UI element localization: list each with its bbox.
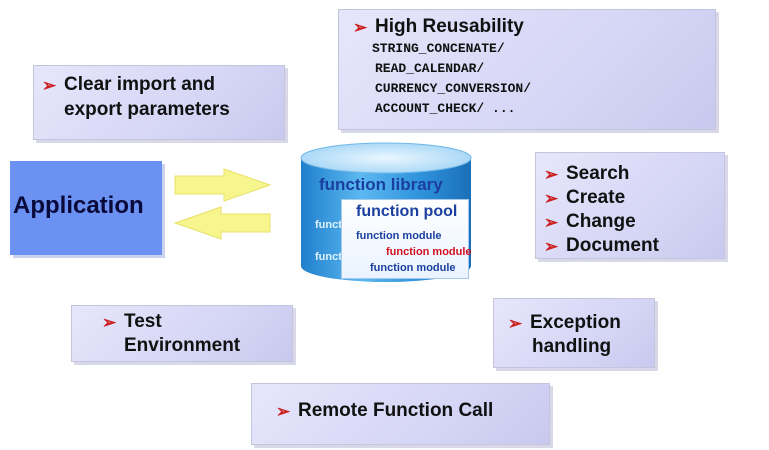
exception-box: ➢ Exception handling (493, 298, 655, 368)
bullet-arrow-icon: ➢ (544, 212, 559, 232)
test-text-2: Environment (124, 335, 241, 356)
arrows-graphic (173, 168, 272, 240)
reuse-example-2: READ_CALENDAR/ (375, 61, 485, 76)
reuse-example-4: ACCOUNT_CHECK/ ... (375, 101, 516, 116)
clear-parameters-box: ➢ Clear import and export parameters (33, 65, 285, 140)
test-environment-box: ➢ Test Environment (71, 305, 293, 362)
clear-line-1: ➢ Clear import and (42, 74, 215, 96)
rfc-line: ➢ Remote Function Call (276, 400, 493, 422)
exception-line-2: handling (532, 336, 611, 358)
pool-module-1: function module (356, 230, 442, 242)
clear-line-2: export parameters (64, 99, 230, 121)
action-item-search: ➢ Search (544, 163, 629, 185)
library-stub-2: funct (315, 251, 342, 263)
application-label: Application (13, 192, 144, 219)
bullet-arrow-icon: ➢ (544, 188, 559, 208)
bullet-arrow-icon: ➢ (102, 312, 117, 332)
bullet-arrow-icon: ➢ (544, 236, 559, 256)
test-line-2: Environment (124, 335, 240, 357)
left-arrow (173, 206, 271, 240)
pool-module-3: function module (370, 262, 456, 274)
action-item-document: ➢ Document (544, 235, 659, 257)
rfc-box: ➢ Remote Function Call (251, 383, 550, 445)
test-text-1: Test (124, 311, 162, 332)
reuse-example-1: STRING_CONCENATE/ (372, 41, 505, 56)
application-box: Application (10, 161, 162, 255)
exception-text-1: Exception (530, 312, 621, 333)
bullet-arrow-icon: ➢ (276, 401, 291, 421)
action-item-change: ➢ Change (544, 211, 636, 233)
bullet-arrow-icon: ➢ (353, 17, 368, 37)
action-label-document: Document (566, 235, 659, 256)
bullet-arrow-icon: ➢ (544, 164, 559, 184)
action-label-search: Search (566, 163, 630, 184)
reuse-example-3: CURRENCY_CONVERSION/ (375, 81, 532, 96)
right-arrow (174, 168, 272, 202)
bullet-arrow-icon: ➢ (42, 75, 57, 95)
function-library: function library funct funct function po… (299, 141, 474, 286)
library-stub-1: funct (315, 219, 342, 231)
pool-title: function pool (356, 203, 458, 220)
clear-text-1: Clear import and (64, 74, 215, 95)
function-pool-panel: function pool function module function m… (341, 199, 472, 279)
reusability-box: ➢ High Reusability STRING_CONCENATE/ REA… (338, 9, 716, 130)
clear-text-2: export parameters (64, 99, 230, 120)
action-label-change: Change (566, 211, 636, 232)
pool-module-2: function module (386, 246, 472, 258)
exception-line-1: ➢ Exception (508, 312, 621, 334)
action-item-create: ➢ Create (544, 187, 625, 209)
bullet-arrow-icon: ➢ (508, 313, 523, 333)
rfc-label: Remote Function Call (298, 400, 494, 421)
reuse-title-line: ➢ High Reusability (353, 16, 524, 38)
exception-text-2: handling (532, 336, 612, 357)
library-title: function library (319, 175, 443, 194)
actions-box: ➢ Search ➢ Create ➢ Change ➢ Document (535, 152, 725, 259)
action-label-create: Create (566, 187, 626, 208)
cylinder-top (300, 142, 472, 174)
reuse-title: High Reusability (375, 16, 524, 37)
test-line-1: ➢ Test (102, 311, 162, 333)
